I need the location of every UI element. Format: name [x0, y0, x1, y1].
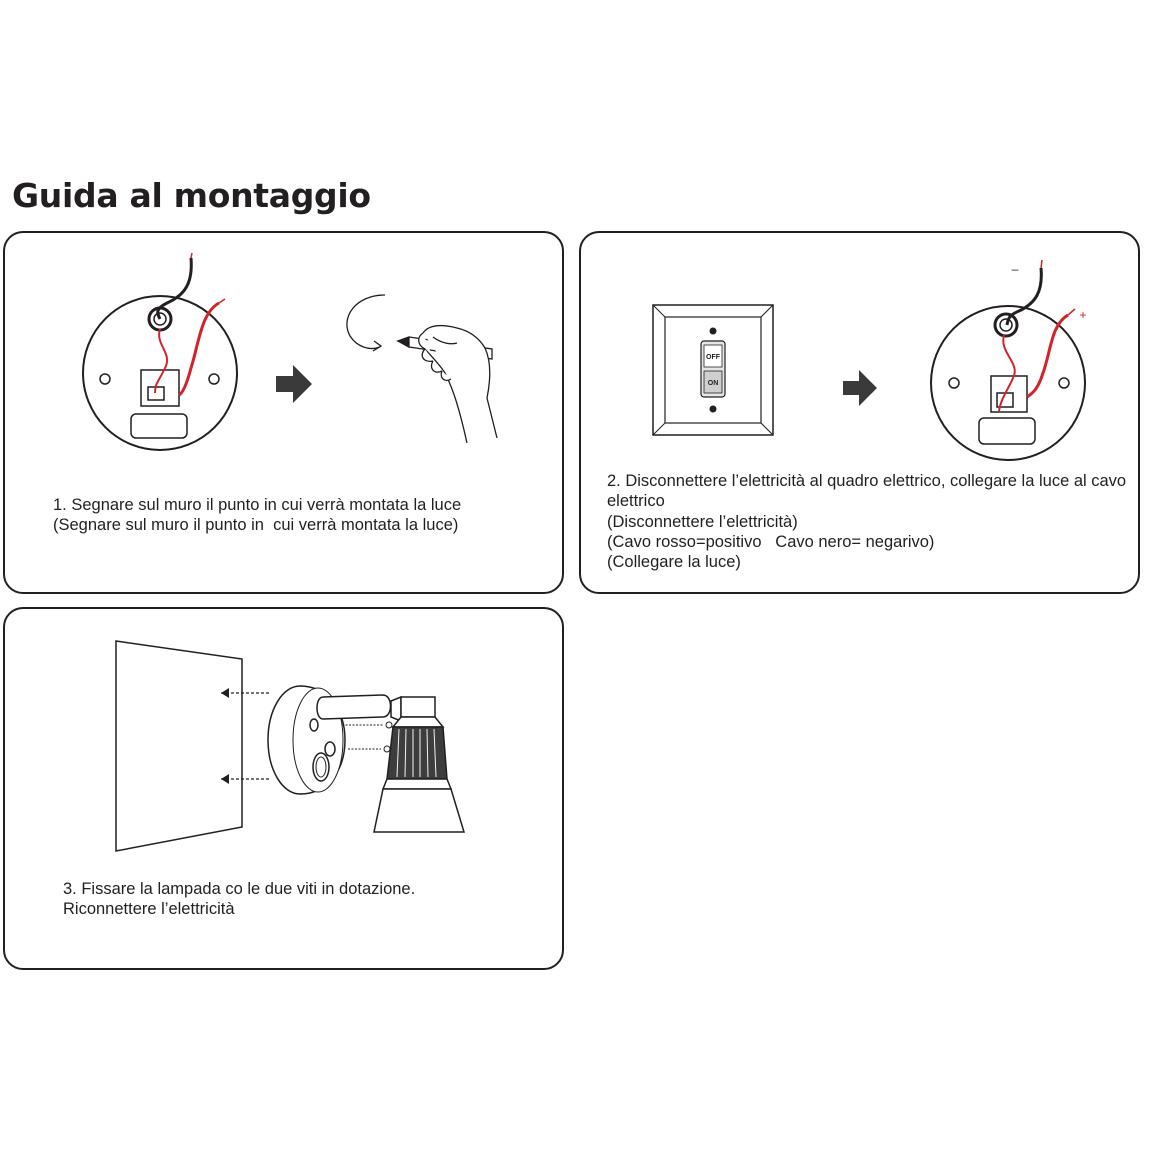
- arrow-right-icon: [843, 370, 877, 406]
- step-2-line-4: (Collegare la luce): [607, 553, 741, 572]
- step-1-line-2: (Segnare sul muro il punto in cui verrà …: [53, 516, 459, 535]
- step-2-text: 2. Disconnettere l’elettricità al quadro…: [607, 471, 1127, 572]
- wall-plate-icon: – +: [930, 259, 1087, 461]
- step-1-line-1: 1. Segnare sul muro il punto in cui verr…: [53, 496, 462, 514]
- page-title: Guida al montaggio: [12, 176, 371, 215]
- arrow-right-icon: [276, 365, 312, 403]
- step-2-panel: OFF ON – + 2. Disconnettere l’elettricit…: [579, 231, 1140, 594]
- step-3-line-2: Riconnettere l’elettricità: [63, 900, 235, 919]
- hand-pencil-icon: [396, 324, 498, 444]
- step-2-line-1: 2. Disconnettere l’elettricità al quadro…: [607, 472, 1127, 511]
- positive-label: +: [1079, 308, 1086, 322]
- wall-lamp-icon: [267, 685, 466, 833]
- wall-shape: [115, 640, 243, 852]
- step-3-text: 3. Fissare la lampada co le due viti in …: [63, 879, 415, 920]
- switch-off-label: OFF: [706, 354, 721, 361]
- step-1-illustration: [82, 252, 498, 451]
- negative-label: –: [1012, 262, 1019, 276]
- step-2-line-2: (Disconnettere l’elettricità): [607, 512, 798, 531]
- step-2-line-3: (Cavo rosso=positivo Cavo nero= negarivo…: [607, 532, 935, 551]
- step-3-line-1: 3. Fissare la lampada co le due viti in …: [63, 880, 416, 898]
- step-2-illustration: OFF ON – +: [652, 259, 1087, 461]
- step-3-illustration: [115, 640, 466, 852]
- light-switch-icon: OFF ON: [652, 304, 774, 436]
- switch-on-label: ON: [708, 380, 719, 387]
- wall-plate-icon: [82, 252, 238, 451]
- step-3-panel: 3. Fissare la lampada co le due viti in …: [3, 607, 564, 970]
- step-1-panel: 1. Segnare sul muro il punto in cui verr…: [3, 231, 564, 594]
- step-1-text: 1. Segnare sul muro il punto in cui verr…: [53, 495, 461, 536]
